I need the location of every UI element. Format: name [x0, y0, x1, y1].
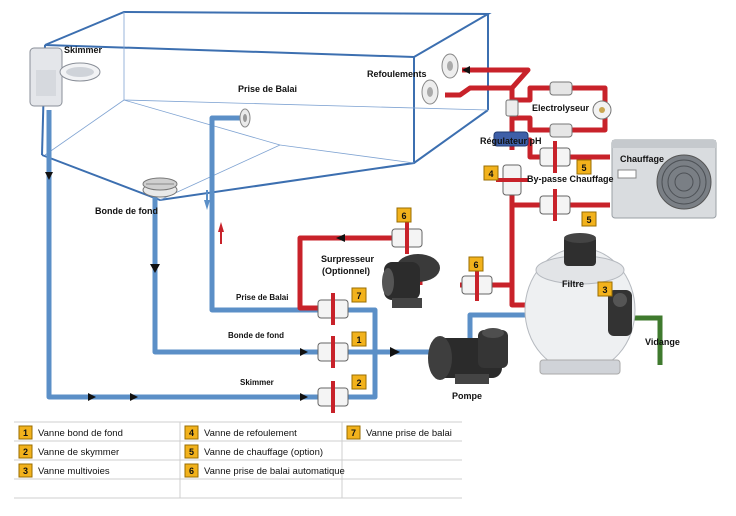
svg-text:Vanne de skymmer: Vanne de skymmer: [38, 447, 119, 458]
legend-row-4: 4 Vanne de refoulement: [184, 425, 297, 440]
svg-text:2: 2: [23, 447, 28, 457]
label-pipe-skimmer: Skimmer: [240, 378, 274, 387]
legend-row-3: 3 Vanne multivoies: [18, 463, 110, 478]
pipe-skimmer: [46, 110, 318, 400]
svg-text:Vanne multivoies: Vanne multivoies: [38, 466, 110, 477]
label-skimmer: Skimmer: [64, 45, 103, 55]
svg-text:7: 7: [351, 428, 356, 438]
label-electrolyseur: Electrolyseur: [532, 103, 590, 113]
valve-1: [317, 336, 349, 368]
label-surpresseur: Surpresseur: [321, 254, 375, 264]
electrolyseur-icon: [505, 81, 612, 138]
label-bonde-fond: Bonde de fond: [95, 206, 158, 216]
legend-row-2: 2 Vanne de skymmer: [18, 444, 119, 459]
label-refoulements: Refoulements: [367, 69, 427, 79]
legend-row-7: 7 Vanne prise de balai: [346, 425, 452, 440]
svg-text:Vanne de chauffage (option): Vanne de chauffage (option): [204, 447, 323, 458]
badge-1: 1: [356, 335, 361, 345]
refoulement-nozzles-icon: [421, 53, 459, 105]
label-vidange: Vidange: [645, 337, 680, 347]
svg-text:Vanne prise de balai automatiq: Vanne prise de balai automatique: [204, 466, 345, 477]
badge-3: 3: [602, 285, 607, 295]
regulateur-ph-icon: [493, 131, 529, 147]
legend-table: 1 Vanne bond de fond 2 Vanne de skymmer …: [14, 421, 462, 499]
label-bypass: By-passe Chauffage: [527, 174, 614, 184]
flow-arrows: [45, 66, 516, 401]
valve-number-badges: 1 2 7 3 4 5 5 6 6: [351, 159, 613, 390]
legend-row-1: 1 Vanne bond de fond: [18, 425, 123, 440]
pompe-icon: [428, 328, 508, 384]
pipe-bonde-fond: [152, 195, 318, 355]
svg-text:5: 5: [189, 447, 194, 457]
badge-5-upper: 5: [581, 163, 586, 173]
label-regulateur-ph: Régulateur pH: [480, 136, 542, 146]
label-pipe-bonde-fond: Bonde de fond: [228, 331, 284, 340]
valve-5-lower: [539, 189, 571, 221]
filtre-icon: [524, 233, 636, 375]
legend-row-6: 6 Vanne prise de balai automatique: [184, 463, 345, 478]
bonde-fond-icon: [142, 177, 178, 198]
label-pompe: Pompe: [452, 391, 482, 401]
valve-5-upper: [539, 141, 571, 173]
skimmer-icon: [29, 47, 101, 107]
svg-text:4: 4: [189, 428, 194, 438]
label-pipe-prise-balai: Prise de Balai: [236, 293, 288, 302]
valve-4: [496, 164, 528, 196]
badge-4: 4: [488, 169, 493, 179]
valve-6-upper: [391, 222, 423, 254]
pipe-prise-balai: [209, 115, 318, 313]
chauffage-heat-pump-icon: [611, 139, 717, 219]
prise-balai-inlet-icon: [239, 108, 251, 128]
label-prise-balai: Prise de Balai: [238, 84, 297, 94]
svg-text:Vanne bond de fond: Vanne bond de fond: [38, 428, 123, 439]
pool-basin: [41, 10, 492, 202]
label-optionnel: (Optionnel): [322, 266, 370, 276]
diagram-labels: Skimmer Prise de Balai Refoulements Elec…: [64, 45, 680, 401]
badge-2: 2: [356, 378, 361, 388]
badge-6-upper: 6: [401, 211, 406, 221]
badge-6-lower: 6: [473, 260, 478, 270]
up-arrow-red: [218, 222, 224, 232]
pipe-vidange: [625, 315, 663, 365]
valve-2: [317, 381, 349, 413]
badge-7: 7: [356, 291, 361, 301]
badge-5-lower: 5: [586, 215, 591, 225]
valve-7: [317, 293, 349, 325]
down-arrow-blue: [204, 200, 210, 210]
svg-text:3: 3: [23, 466, 28, 476]
label-chauffage: Chauffage: [620, 154, 664, 164]
svg-text:6: 6: [189, 466, 194, 476]
svg-text:1: 1: [23, 428, 28, 438]
valve-6-lower: [461, 269, 493, 301]
surpresseur-icon: [382, 254, 440, 308]
label-filtre: Filtre: [562, 279, 584, 289]
svg-text:Vanne prise de balai: Vanne prise de balai: [366, 428, 452, 439]
svg-text:Vanne de refoulement: Vanne de refoulement: [204, 428, 297, 439]
legend-row-5: 5 Vanne de chauffage (option): [184, 444, 323, 459]
